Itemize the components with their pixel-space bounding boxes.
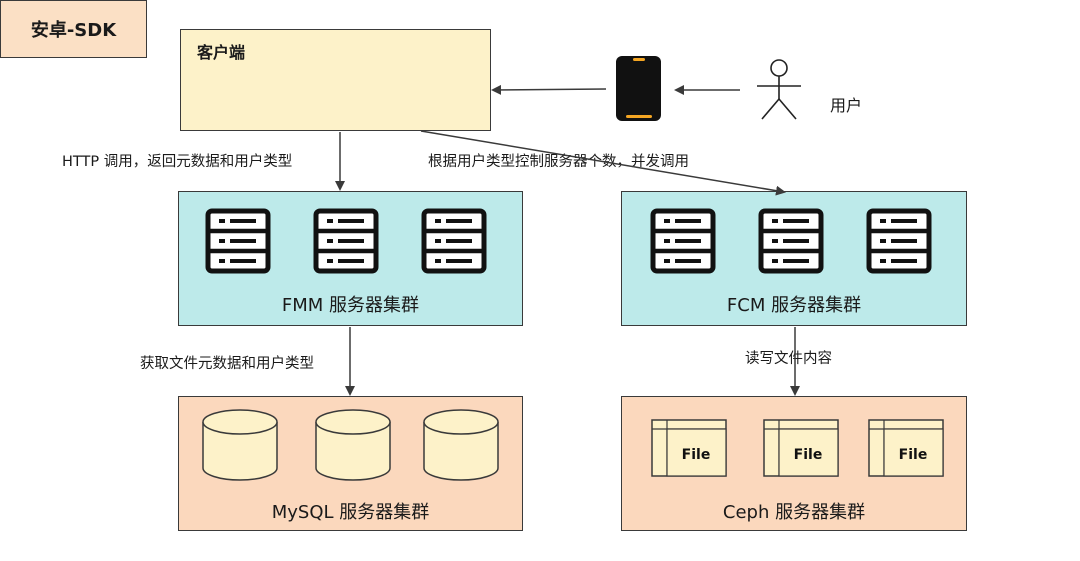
arrow-client-to-fcm — [420, 130, 786, 196]
edge-label-client-fmm: HTTP 调用，返回元数据和用户类型 — [62, 154, 293, 170]
android-sdk-box: 安卓-SDK — [0, 0, 147, 58]
database-icon — [423, 409, 499, 481]
file-label: File — [682, 447, 711, 463]
fmm-cluster-label: FMM 服务器集群 — [281, 295, 420, 316]
mysql-cluster-label: MySQL 服务器集群 — [271, 502, 430, 523]
file-icon: File — [651, 419, 727, 477]
ceph-cluster-label: Ceph 服务器集群 — [722, 502, 866, 523]
phone-icon — [616, 56, 661, 121]
database-icon — [315, 409, 391, 481]
database-icon — [202, 409, 278, 481]
server-icon — [208, 211, 268, 271]
file-icon: File — [763, 419, 839, 477]
server-icon — [653, 211, 713, 271]
android-sdk-label: 安卓-SDK — [30, 20, 117, 41]
file-label: File — [794, 447, 823, 463]
edge-label-fmm-mysql: 获取文件元数据和用户类型 — [140, 356, 314, 372]
fcm-cluster-label: FCM 服务器集群 — [726, 295, 862, 316]
user-label: 用户 — [830, 96, 863, 115]
client-box: 客户端 — [180, 29, 491, 131]
client-title: 客户端 — [197, 43, 246, 62]
edge-label-client-fcm: 根据用户类型控制服务器个数，并发调用 — [428, 154, 689, 170]
user-stick-figure-icon — [757, 59, 801, 120]
server-icon — [424, 211, 484, 271]
file-icon: File — [868, 419, 944, 477]
server-icon — [869, 211, 929, 271]
server-icon — [761, 211, 821, 271]
file-label: File — [899, 447, 928, 463]
server-icon — [316, 211, 376, 271]
arrow-phone-to-client — [491, 84, 607, 95]
edge-label-fcm-ceph: 读写文件内容 — [745, 351, 832, 367]
